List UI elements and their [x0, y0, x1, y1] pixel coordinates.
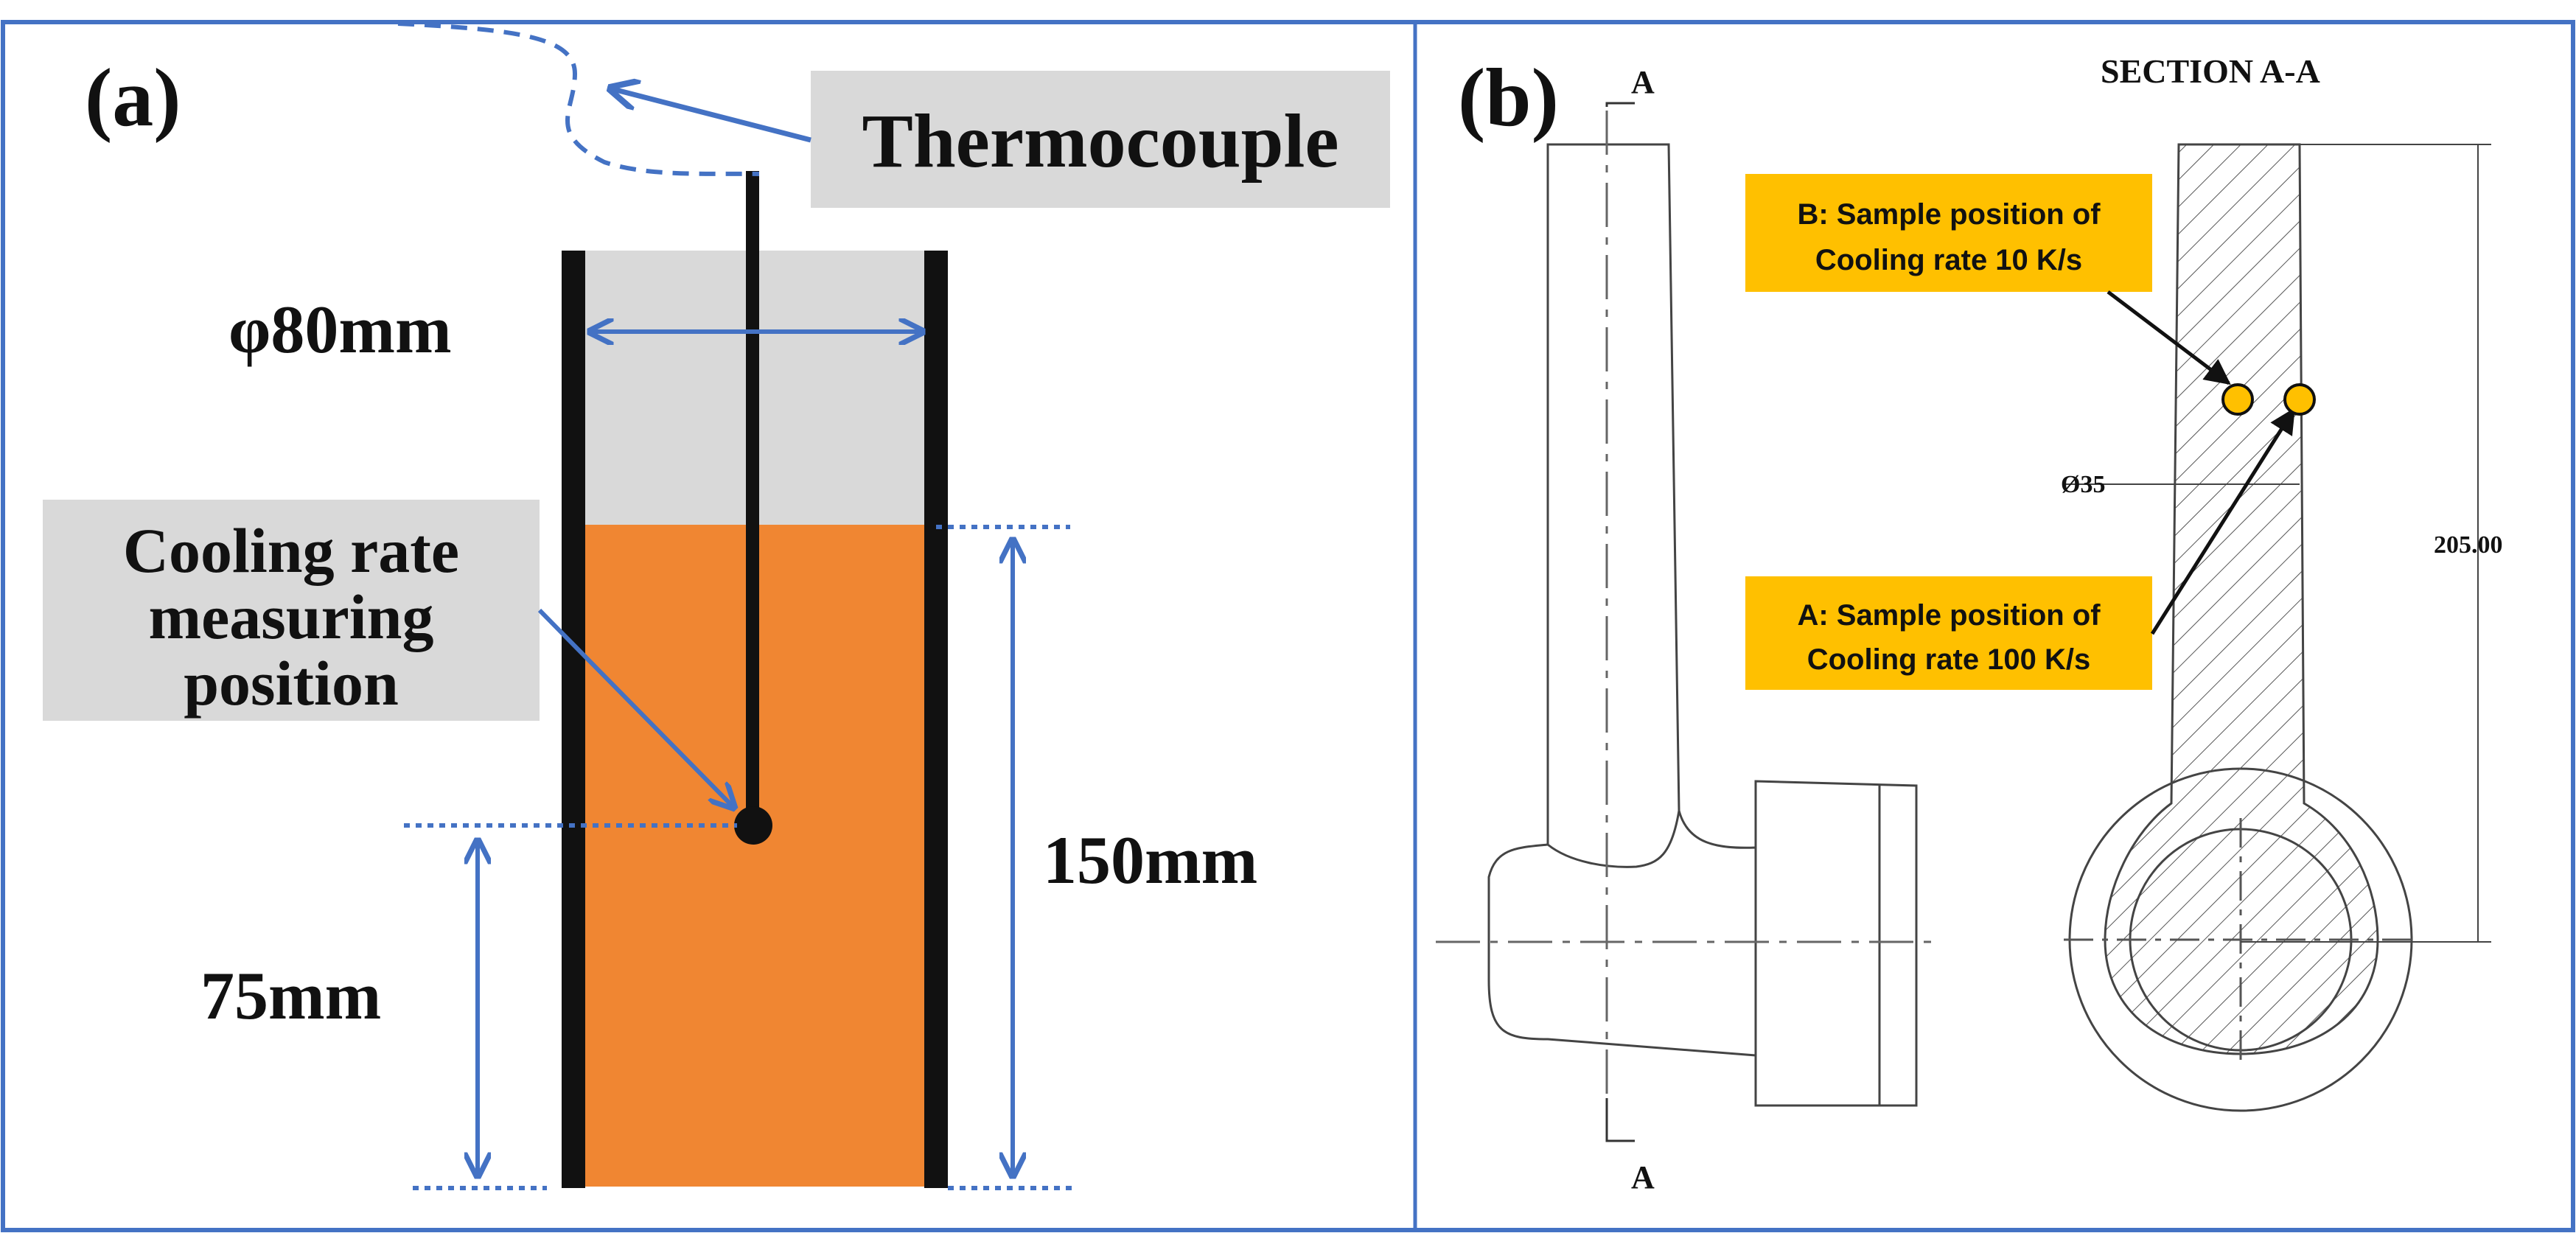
outer-border — [1, 20, 2575, 1232]
callout-a-line-2: Cooling rate 100 K/s — [1807, 643, 2091, 676]
diameter-label: φ80mm — [228, 292, 452, 367]
crucible-wall-right — [924, 251, 948, 1188]
panel-b: (b) SECTION A-A A A 205.00 Ø35 — [1436, 52, 2503, 1195]
panel-a-label: (a) — [85, 52, 181, 144]
callout-a-line-1: A: Sample position of — [1797, 599, 2101, 632]
callout-b-box — [1745, 174, 2152, 292]
callout-b-line-1: B: Sample position of — [1797, 198, 2101, 231]
section-mark-bottom-line — [1605, 1098, 1635, 1142]
thermocouple-tip — [734, 806, 772, 845]
callout-b-arrow — [2106, 290, 2231, 385]
measuring-label-box — [43, 500, 540, 721]
measuring-label-line-2: measuring — [149, 581, 434, 652]
height-dim-label: 205.00 — [2434, 531, 2503, 559]
panel-a: (a) Thermocouple φ80mm Cooling rate meas… — [43, 21, 1390, 1190]
sample-point-b — [2221, 383, 2254, 416]
side-view — [1487, 143, 1918, 1107]
section-mark-top-line — [1605, 102, 1635, 107]
section-title: SECTION A-A — [2101, 52, 2320, 90]
measuring-arrow — [537, 608, 734, 808]
panel-b-label: (b) — [1458, 52, 1559, 144]
section-mark-top: A — [1631, 64, 1655, 100]
section-mark-bottom: A — [1631, 1159, 1655, 1195]
sample-point-a — [2283, 383, 2316, 416]
thermocouple-rod — [746, 171, 759, 827]
thermocouple-arrow — [610, 88, 811, 143]
thermocouple-label: Thermocouple — [862, 99, 1338, 184]
height-75mm-label: 75mm — [200, 958, 381, 1033]
measuring-label-line-1: Cooling rate — [123, 515, 459, 586]
callout-a-box — [1745, 576, 2152, 690]
thermocouple-wire — [397, 21, 760, 176]
measuring-label-line-3: position — [184, 648, 399, 719]
thermocouple-label-box — [811, 71, 1390, 208]
crucible-wall-left — [562, 251, 585, 1188]
diameter-dim-label: Ø35 — [2061, 471, 2105, 498]
callout-b-line-2: Cooling rate 10 K/s — [1815, 244, 2082, 276]
height-150mm-label: 150mm — [1043, 822, 1257, 898]
callout-a-arrow — [2150, 408, 2296, 635]
